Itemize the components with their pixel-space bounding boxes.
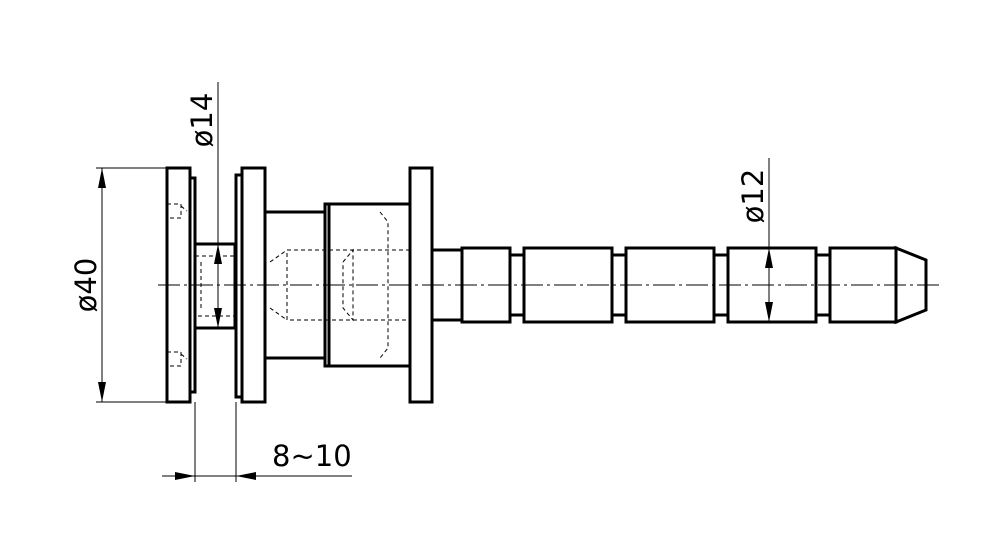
dim-label-shaft-diameter: ø12 [736,169,770,224]
dim-label-glass-gap: 8~10 [272,439,352,473]
neck-body [193,242,237,330]
dim-glass-gap: 8~10 [162,402,352,482]
dim-neck-diameter: ø14 [185,82,222,328]
dim-flange-diameter: ø40 [69,167,167,403]
dim-label-neck-diameter: ø14 [185,93,219,148]
dim-shaft-diameter: ø12 [736,158,773,322]
screw-top [166,203,188,219]
screw-bottom [166,351,188,367]
dim-label-flange-diameter: ø40 [69,258,103,313]
shaft [430,245,928,325]
